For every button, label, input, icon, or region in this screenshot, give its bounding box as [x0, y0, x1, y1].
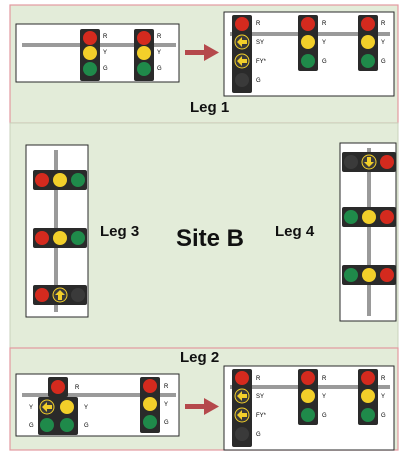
yellow-light: [137, 46, 151, 60]
label-y: Y: [157, 50, 161, 56]
green-arrow-icon: [235, 427, 249, 441]
red-light: [143, 379, 157, 393]
leg1-before-card: R Y G R Y G: [15, 23, 180, 83]
red-light: [35, 173, 49, 187]
label-y: Y: [84, 405, 88, 411]
green-light: [344, 210, 358, 224]
label-r: R: [322, 21, 327, 27]
label-sy: SY: [256, 394, 264, 400]
red-light: [235, 371, 249, 385]
label-g: G: [256, 78, 261, 84]
red-light: [361, 371, 375, 385]
leg2-transition-arrow-icon: [185, 398, 219, 415]
label-r: R: [157, 34, 162, 40]
leg3-card: [25, 144, 89, 318]
label-sy: SY: [256, 40, 264, 46]
bottom-panel-border: [9, 347, 399, 451]
green-arrow-icon: [71, 288, 85, 302]
green-arrow-icon: [344, 155, 358, 169]
label-g: G: [157, 66, 162, 72]
label-y: Y: [381, 40, 385, 46]
label-r: R: [256, 21, 261, 27]
label-y: Y: [103, 50, 107, 56]
red-light: [361, 17, 375, 31]
leg2-after-card: R SY FY* G R Y G R Y G: [223, 365, 395, 451]
green-light: [71, 231, 85, 245]
yellow-light: [143, 397, 157, 411]
leg4-card: [339, 142, 397, 322]
red-light: [137, 31, 151, 45]
red-light: [380, 155, 394, 169]
green-light: [361, 54, 375, 68]
yellow-light: [362, 210, 376, 224]
label-y: Y: [381, 394, 385, 400]
yellow-light: [83, 46, 97, 60]
red-light: [301, 371, 315, 385]
green-arrow-icon: [235, 73, 249, 87]
leg3-label: Leg 3: [100, 223, 139, 240]
yellow-light: [361, 389, 375, 403]
label-fy: FY*: [256, 59, 267, 65]
green-light: [301, 408, 315, 422]
label-r: R: [75, 385, 80, 391]
label-g: G: [322, 59, 327, 65]
yellow-light: [60, 400, 74, 414]
red-light: [235, 17, 249, 31]
label-r: R: [103, 34, 108, 40]
red-light: [380, 210, 394, 224]
leg2-label: Leg 2: [180, 349, 219, 366]
green-light: [143, 415, 157, 429]
green-light: [60, 418, 74, 432]
leg1-transition-arrow-icon: [185, 44, 219, 61]
label-y: Y: [322, 40, 326, 46]
red-light: [380, 268, 394, 282]
green-light: [71, 173, 85, 187]
site-title: Site B: [176, 225, 244, 252]
label-y: Y: [29, 405, 33, 411]
green-arrow-icon: [40, 418, 54, 432]
label-y: Y: [164, 402, 168, 408]
leg1-after-card: R SY FY* G R Y G R Y G: [223, 11, 395, 97]
yellow-light: [301, 35, 315, 49]
label-g: G: [103, 66, 108, 72]
yellow-light: [301, 389, 315, 403]
yellow-light: [53, 173, 67, 187]
green-light: [83, 62, 97, 76]
label-r: R: [322, 376, 327, 382]
leg2-before-card: R Y Y G G R Y G: [15, 373, 180, 437]
yellow-light: [53, 231, 67, 245]
label-g: G: [381, 413, 386, 419]
red-light: [51, 380, 65, 394]
label-r: R: [381, 21, 386, 27]
label-g: G: [84, 423, 89, 429]
label-g: G: [29, 423, 34, 429]
red-light: [35, 288, 49, 302]
leg4-label: Leg 4: [275, 223, 315, 240]
label-y: Y: [322, 394, 326, 400]
label-g: G: [164, 420, 169, 426]
label-fy: FY*: [256, 413, 267, 419]
yellow-light: [361, 35, 375, 49]
label-r: R: [164, 384, 169, 390]
green-light: [344, 268, 358, 282]
green-light: [137, 62, 151, 76]
green-light: [301, 54, 315, 68]
label-r: R: [381, 376, 386, 382]
label-g: G: [322, 413, 327, 419]
green-light: [361, 408, 375, 422]
red-light: [83, 31, 97, 45]
yellow-light: [362, 268, 376, 282]
label-r: R: [256, 376, 261, 382]
label-g: G: [256, 432, 261, 438]
label-g: G: [381, 59, 386, 65]
leg1-label: Leg 1: [190, 99, 229, 116]
red-light: [35, 231, 49, 245]
red-light: [301, 17, 315, 31]
